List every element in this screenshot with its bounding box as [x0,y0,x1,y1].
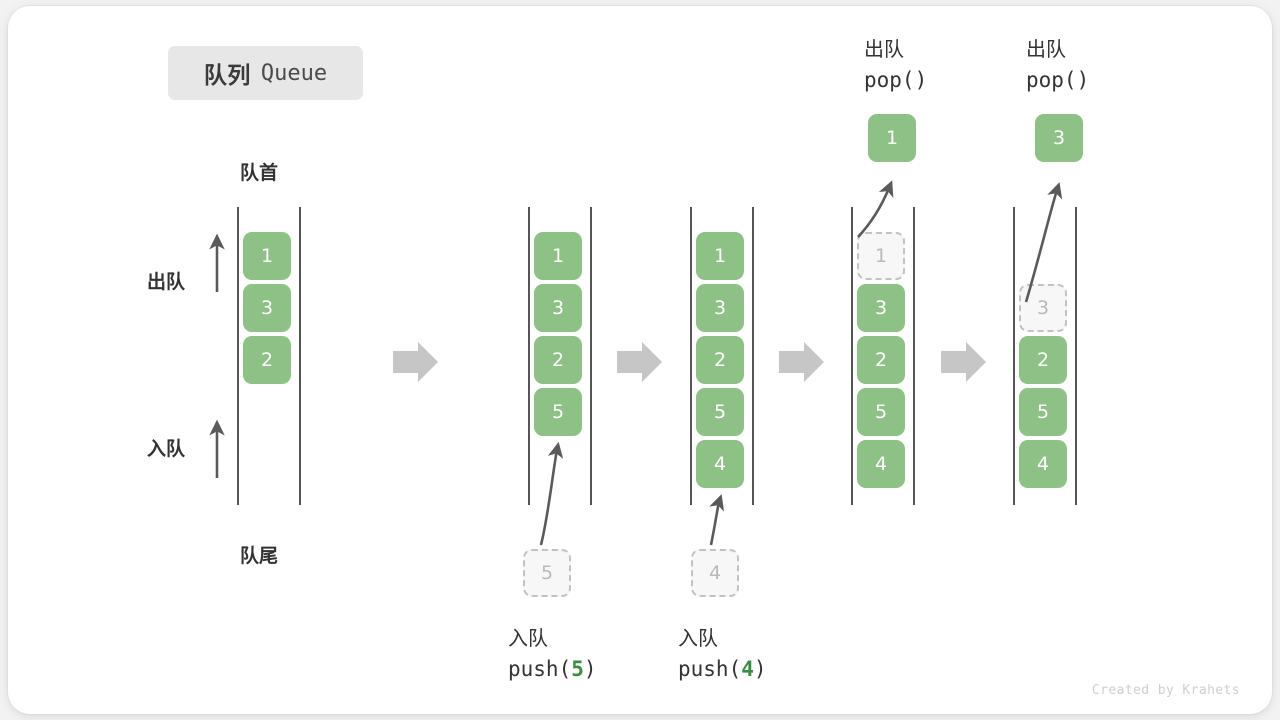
queue-cell-ghost: 1 [857,232,905,280]
push-caption-close: ) [753,657,767,681]
pop-caption-chinese: 出队 [1026,37,1066,61]
queue-rail-left [1013,207,1015,505]
queue-rail-right [299,207,301,505]
queue-cell: 1 [534,232,582,280]
title-chinese: 队列 [203,63,251,89]
queue-rail-left [851,207,853,505]
queue-front-label: 队首 [240,162,279,184]
queue-cell: 3 [243,284,291,332]
pop-caption-code: pop() [864,68,928,92]
queue-cell: 5 [534,388,582,436]
queue-cell: 4 [857,440,905,488]
popped-cell: 3 [1035,114,1083,162]
queue-cell: 5 [857,388,905,436]
queue-rail-left [690,207,692,505]
pop-caption-code: pop() [1026,68,1090,92]
diagram-title-chip: 队列 Queue [168,46,363,100]
push-caption-close: ) [583,657,597,681]
queue-cell: 3 [857,284,905,332]
title-english: Queue [260,60,328,86]
push-caption-chinese: 入队 [508,626,548,650]
queue-cell-ghost: 3 [1019,284,1067,332]
queue-rail-right [913,207,915,505]
queue-cell: 1 [243,232,291,280]
pop-caption-chinese: 出队 [864,37,904,61]
queue-cell: 2 [534,336,582,384]
queue-cell: 2 [1019,336,1067,384]
watermark: Created by Krahets [1091,683,1240,698]
queue-cell: 2 [696,336,744,384]
incoming-ghost-cell: 4 [691,549,739,597]
queue-cell: 3 [696,284,744,332]
push-caption-code: push(4) [678,657,767,681]
queue-cell: 4 [1019,440,1067,488]
queue-rail-left [528,207,530,505]
queue-cell: 5 [696,388,744,436]
diagram-card [8,6,1272,714]
push-caption-code: push(5) [508,657,597,681]
queue-cell: 3 [534,284,582,332]
push-caption-op: push( [678,657,742,681]
push-caption-arg: 5 [571,657,584,681]
popped-cell: 1 [868,114,916,162]
queue-cell: 5 [1019,388,1067,436]
queue-cell: 1 [696,232,744,280]
queue-cell: 4 [696,440,744,488]
push-caption-chinese: 入队 [678,626,718,650]
queue-rail-right [1075,207,1077,505]
push-caption-arg: 4 [741,657,754,681]
queue-rail-right [752,207,754,505]
queue-rail-right [590,207,592,505]
queue-cell: 2 [243,336,291,384]
incoming-ghost-cell: 5 [523,549,571,597]
enqueue-side-label: 入队 [147,438,186,460]
queue-rear-label: 队尾 [240,545,279,567]
push-caption-op: push( [508,657,572,681]
dequeue-side-label: 出队 [147,271,186,293]
queue-rail-left [237,207,239,505]
queue-cell: 2 [857,336,905,384]
